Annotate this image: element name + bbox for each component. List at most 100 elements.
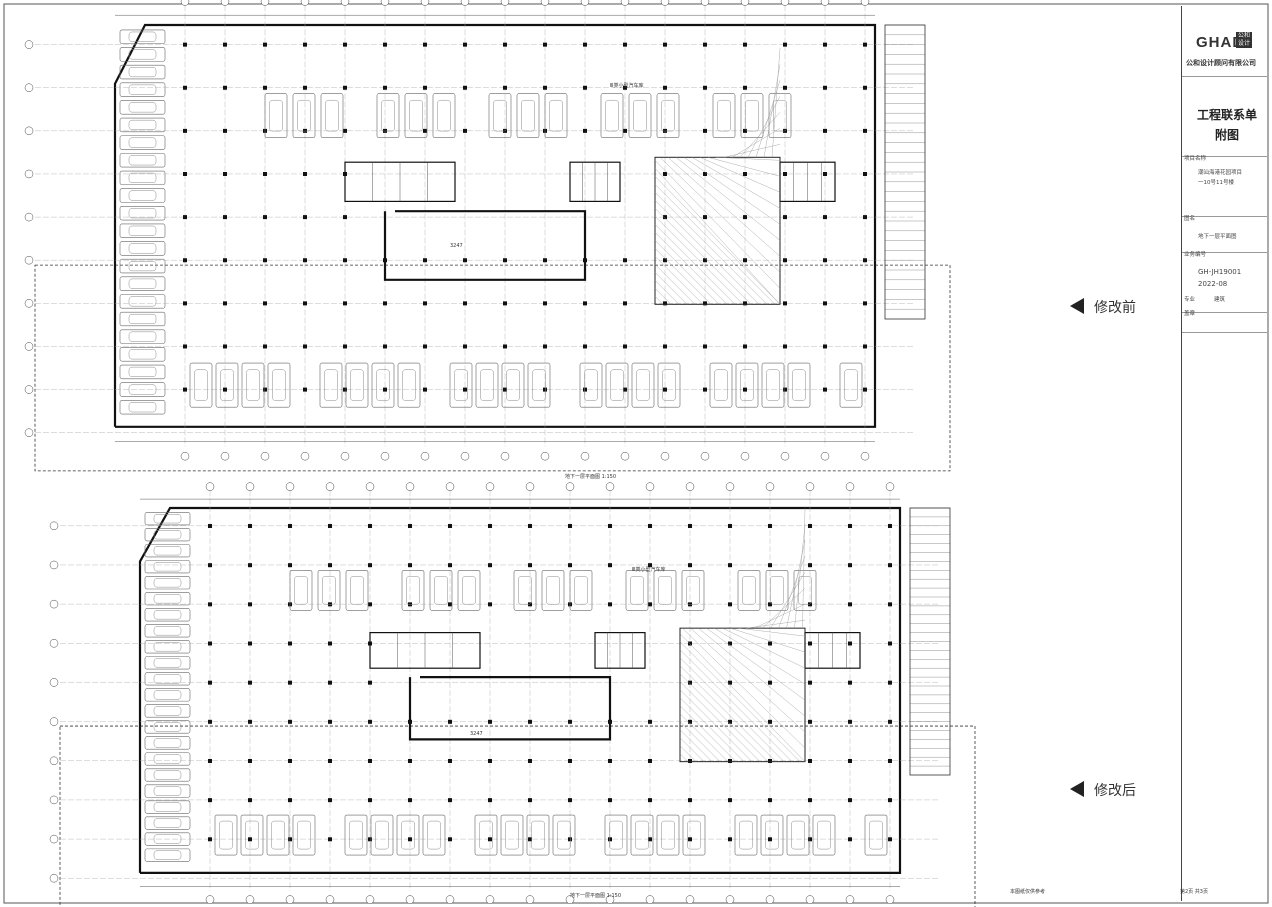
car-icon (521, 99, 535, 132)
parking-stall (761, 362, 785, 408)
structural-column (888, 837, 892, 842)
structural-column (663, 42, 667, 47)
car-icon (128, 243, 157, 254)
structural-column (263, 387, 267, 392)
structural-column (248, 798, 252, 803)
parking-stall (264, 93, 288, 138)
structural-column (368, 524, 372, 529)
grid-bubble (845, 895, 855, 904)
parking-stall (119, 29, 166, 44)
grid-bubble (405, 482, 415, 491)
structural-column (328, 680, 332, 685)
car-icon (153, 786, 182, 796)
structural-column (863, 85, 867, 90)
car-icon (153, 626, 182, 636)
hatch-line (690, 628, 806, 733)
structural-column (543, 301, 547, 306)
parking-stall (628, 93, 652, 138)
structural-column (343, 301, 347, 306)
structural-column (423, 387, 427, 392)
structural-column (463, 301, 467, 306)
structural-column (448, 758, 452, 763)
car-icon (153, 546, 182, 556)
hatch-line (698, 627, 806, 717)
floor-plan-after (49, 482, 976, 907)
car-icon (505, 820, 519, 850)
car-icon (153, 578, 182, 588)
hatch-line (654, 192, 768, 305)
structural-column (768, 524, 772, 529)
hatch-line (679, 737, 705, 762)
sheet-title: 工程联系单 (1196, 108, 1257, 122)
structural-column (288, 719, 292, 724)
grid-bubble (460, 0, 470, 6)
car-icon (128, 261, 157, 272)
parking-stall (189, 362, 213, 408)
car-icon (791, 820, 805, 850)
parking-stall (541, 569, 565, 611)
car-icon (271, 820, 285, 850)
structural-column (768, 837, 772, 842)
drawing-name-label: 图名 (1184, 216, 1196, 222)
parking-stall (501, 362, 525, 408)
hatch-line (682, 628, 806, 749)
structural-column (248, 602, 252, 607)
parking-stall (144, 848, 191, 862)
structural-column (303, 258, 307, 263)
parking-stall (119, 188, 166, 203)
parking-stall (740, 93, 764, 138)
car-icon (792, 369, 806, 401)
floor-plan-before (24, 0, 951, 472)
structural-column (608, 798, 612, 803)
arrow-left-icon (1070, 781, 1084, 797)
car-icon (454, 369, 468, 401)
hatch-line (679, 689, 753, 762)
structural-column (288, 837, 292, 842)
parking-stall (345, 569, 369, 611)
hatch-line (679, 657, 785, 762)
company-logo-badge: 公和设计 (1236, 32, 1252, 48)
hatch-line (654, 280, 680, 305)
car-icon (686, 576, 700, 605)
structural-column (783, 215, 787, 220)
hatch-line (659, 157, 781, 273)
grid-bubble (420, 451, 430, 461)
hatch-line (771, 48, 781, 158)
grid-bubble (565, 482, 575, 491)
car-icon (153, 738, 182, 748)
structural-column (848, 719, 852, 724)
structural-column (583, 42, 587, 47)
hatch-line (731, 128, 781, 158)
parking-stall (709, 362, 733, 408)
structural-column (448, 798, 452, 803)
parking-stall (864, 814, 888, 856)
car-icon (153, 642, 182, 652)
car-icon (128, 331, 157, 342)
hatch-line (706, 627, 806, 701)
structural-column (568, 758, 572, 763)
structural-column (863, 172, 867, 176)
structural-column (728, 798, 732, 803)
grid-bubble (24, 255, 34, 265)
structural-column (263, 85, 267, 90)
car-icon (658, 576, 672, 605)
structural-column (783, 85, 787, 90)
parking-stall (119, 47, 166, 62)
structural-column (783, 387, 787, 392)
grid-bubble (605, 482, 615, 491)
parking-stall (119, 117, 166, 133)
hatch-line (802, 508, 806, 629)
grid-bubble (180, 0, 190, 6)
structural-column (223, 128, 227, 133)
car-icon (687, 820, 701, 850)
parking-stall (432, 93, 456, 138)
project-name-line2: 一10号11号楼 (1198, 180, 1234, 186)
structural-column (743, 258, 747, 263)
parking-stall (657, 362, 681, 408)
grid-bubble (445, 895, 455, 904)
car-icon (745, 99, 759, 132)
company-logo: GHAD (1196, 34, 1245, 51)
structural-column (703, 42, 707, 47)
structural-column (328, 641, 332, 646)
structural-column (208, 602, 212, 607)
